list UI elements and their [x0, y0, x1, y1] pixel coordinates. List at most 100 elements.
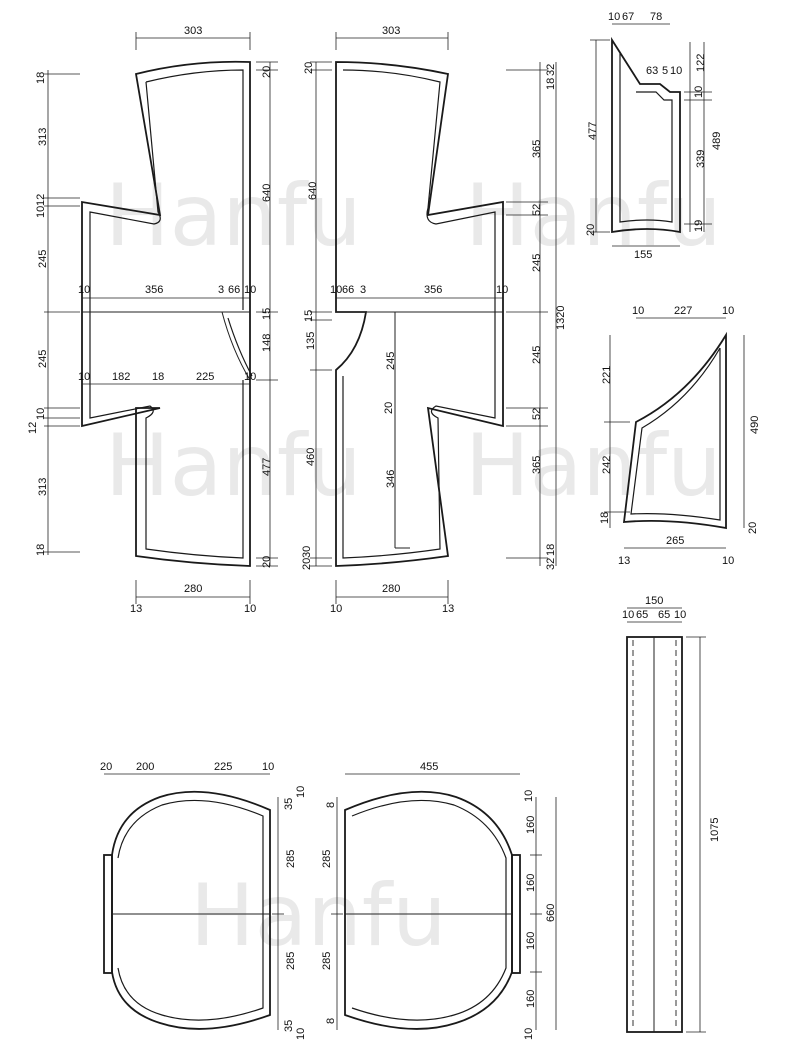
dim-label: 245 — [37, 250, 49, 268]
dim-label: 285 — [285, 850, 297, 868]
dim-label: 12 — [27, 422, 39, 434]
dim-label: 10 — [295, 786, 307, 798]
watermark: Hanfu — [105, 166, 362, 266]
dim-label: 245 — [531, 346, 543, 364]
dim-label: 245 — [37, 350, 49, 368]
dim-label: 365 — [531, 140, 543, 158]
gusset-outline — [622, 331, 727, 530]
dim-label: 3 — [360, 284, 366, 296]
dim-label: 10 — [35, 408, 47, 420]
dim-label: 10 — [523, 790, 535, 802]
dim-label: 160 — [525, 990, 537, 1008]
watermark-layer: Hanfu Hanfu Hanfu Hanfu Hanfu — [105, 166, 722, 966]
dim-label: 477 — [587, 122, 599, 140]
dim-label: 66 — [342, 284, 354, 296]
dim-label: 13 — [442, 603, 454, 615]
dim-label: 20 — [261, 556, 273, 568]
dim-label: 10 — [330, 603, 342, 615]
dim-label: 1075 — [709, 818, 721, 842]
dim-label: 122 — [695, 54, 707, 72]
dim-label: 15 — [303, 310, 315, 322]
dim-label: 10 — [523, 1028, 535, 1040]
dim-label: 52 — [531, 204, 543, 216]
dim-label: 19 — [693, 220, 705, 232]
dim-label: 135 — [305, 332, 317, 350]
dim-label: 30 — [301, 546, 313, 558]
skirt-left-outline — [111, 790, 271, 1030]
skirt-left-inner-line — [117, 799, 264, 1021]
dim-label: 160 — [525, 874, 537, 892]
left-bodice-inner-line — [89, 69, 244, 559]
dim-label: 10 — [244, 371, 256, 383]
dim-label: 280 — [184, 583, 202, 595]
collar-piece — [611, 36, 681, 234]
dim-label: 313 — [37, 128, 49, 146]
dim-label: 285 — [321, 850, 333, 868]
dim-label: 78 — [650, 11, 662, 23]
dim-label: 265 — [666, 535, 684, 547]
dim-label: 10 — [722, 305, 734, 317]
collar-inner-line — [619, 52, 673, 223]
dim-label: 455 — [420, 761, 438, 773]
watermark: Hanfu — [465, 416, 722, 516]
dim-label: 313 — [37, 478, 49, 496]
dim-label: 640 — [261, 184, 273, 202]
dim-label: 339 — [695, 150, 707, 168]
skirt-right-tab — [511, 854, 521, 974]
left-neck-curve — [221, 311, 251, 381]
dim-label: 346 — [385, 470, 397, 488]
dim-label: 13 — [618, 555, 630, 567]
watermark: Hanfu — [190, 866, 447, 966]
right-bodice-piece — [335, 61, 504, 567]
dim-label: 18 — [545, 78, 557, 90]
dim-label: 32 — [545, 64, 557, 76]
dim-label: 640 — [307, 182, 319, 200]
dim-label: 160 — [525, 932, 537, 950]
dim-label: 35 — [283, 798, 295, 810]
dim-label: 18 — [35, 544, 47, 556]
dim-label: 10 — [35, 206, 47, 218]
dim-label: 8 — [325, 802, 337, 808]
left-neck-facing — [227, 317, 253, 377]
dim-label: 225 — [196, 371, 214, 383]
watermark: Hanfu — [465, 166, 722, 266]
dim-label: 182 — [112, 371, 130, 383]
dim-label: 148 — [261, 334, 273, 352]
dim-label: 356 — [424, 284, 442, 296]
dim-label: 660 — [545, 904, 557, 922]
dim-label: 245 — [531, 254, 543, 272]
dim-label: 155 — [634, 249, 652, 261]
dim-label: 10 — [78, 371, 90, 383]
dim-label: 285 — [321, 952, 333, 970]
dim-label: 227 — [674, 305, 692, 317]
dim-label: 10 — [330, 284, 342, 296]
dim-label: 489 — [711, 132, 723, 150]
dim-label: 52 — [531, 408, 543, 420]
dim-label: 20 — [100, 761, 112, 773]
dim-label: 18 — [545, 544, 557, 556]
dim-label: 245 — [385, 352, 397, 370]
dim-label: 8 — [325, 1018, 337, 1024]
dim-label: 20 — [301, 558, 313, 570]
dim-label: 1320 — [555, 306, 567, 330]
dim-label: 303 — [184, 25, 202, 37]
skirt-right-piece — [344, 790, 521, 1030]
dim-label: 242 — [601, 456, 613, 474]
dim-label: 477 — [261, 458, 273, 476]
watermark: Hanfu — [105, 416, 362, 516]
dim-label: 221 — [601, 366, 613, 384]
dim-label: 20 — [747, 522, 759, 534]
skirt-right-inner-line — [351, 799, 507, 1021]
collar-outline — [611, 36, 681, 234]
dim-label: 10 — [674, 609, 686, 621]
dim-label: 10 — [608, 11, 620, 23]
dim-label: 18 — [599, 512, 611, 524]
right-bodice-inner-line — [342, 69, 496, 559]
skirt-left-tab — [103, 854, 113, 974]
dim-label: 460 — [305, 448, 317, 466]
dim-label: 10 — [244, 284, 256, 296]
dim-label: 10 — [78, 284, 90, 296]
dim-label: 35 — [283, 1020, 295, 1032]
dimension-lines — [44, 23, 745, 1033]
